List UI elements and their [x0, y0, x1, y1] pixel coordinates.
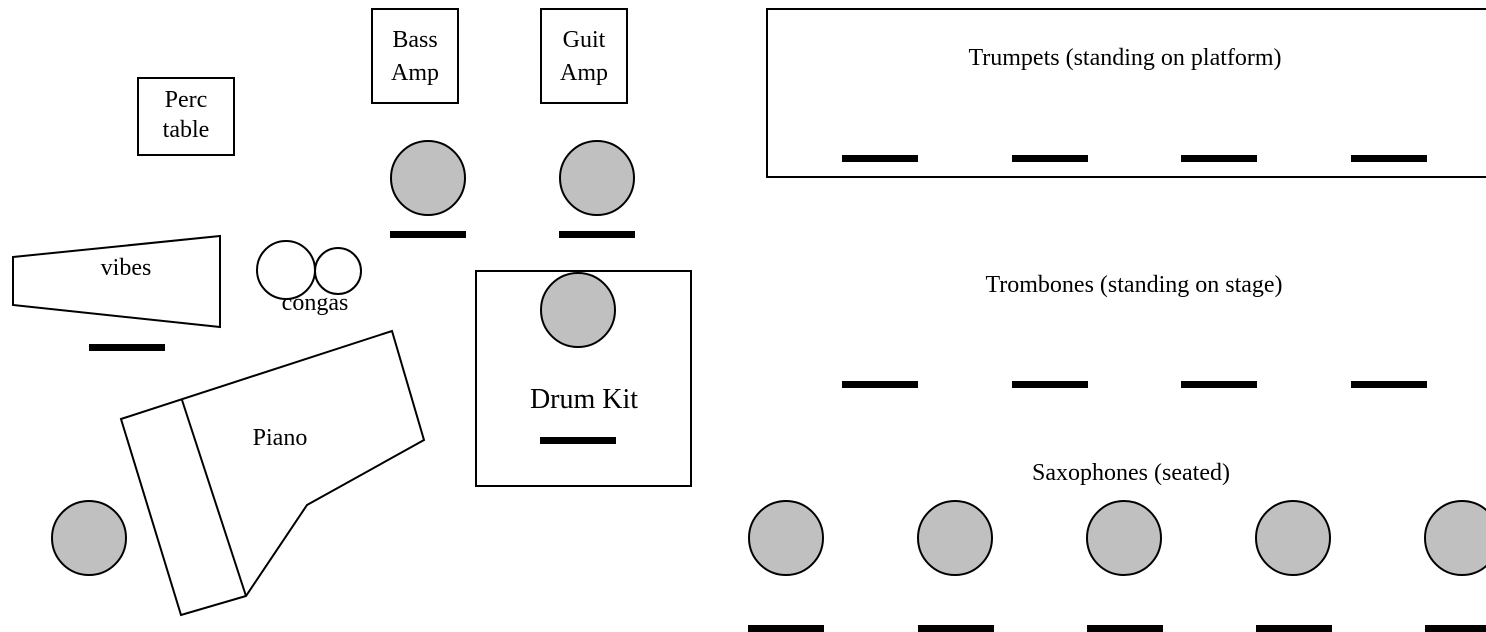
- guit-amp-label-line2: Amp: [560, 60, 608, 86]
- music-stand-trumpet-1: [842, 155, 918, 162]
- bass-amp-label-line2: Amp: [391, 60, 439, 86]
- sax-seat-2: [917, 500, 993, 576]
- music-stand-drums: [540, 437, 616, 444]
- trumpets-label: Trumpets (standing on platform): [968, 45, 1281, 71]
- sax-seat-5: [1424, 500, 1486, 576]
- bass-amp: Bass Amp: [371, 8, 459, 104]
- music-stand-trombone-2: [1012, 381, 1088, 388]
- guitar-player-seat: [559, 140, 635, 216]
- sax-seat-4: [1255, 500, 1331, 576]
- drum-kit-label: Drum Kit: [530, 384, 638, 415]
- music-stand-bass: [390, 231, 466, 238]
- music-stand-trumpet-4: [1351, 155, 1427, 162]
- vibes-label: vibes: [101, 255, 152, 281]
- saxophones-label: Saxophones (seated): [1032, 460, 1230, 486]
- pianist-seat: [51, 500, 127, 576]
- music-stand-sax-1: [748, 625, 824, 632]
- conga-drum-right: [314, 247, 362, 295]
- bass-amp-label-line1: Bass: [392, 27, 437, 53]
- music-stand-guitar: [559, 231, 635, 238]
- drummer-seat: [540, 272, 616, 348]
- perc-table-label-line1: Perc: [165, 87, 208, 113]
- trombones-label: Trombones (standing on stage): [985, 272, 1282, 298]
- perc-table-label-line2: table: [163, 117, 210, 143]
- guit-amp-label-line1: Guit: [563, 27, 606, 53]
- music-stand-trombone-4: [1351, 381, 1427, 388]
- drum-kit: Drum Kit: [475, 270, 692, 487]
- sax-seat-3: [1086, 500, 1162, 576]
- music-stand-vibes: [89, 344, 165, 351]
- music-stand-trumpet-3: [1181, 155, 1257, 162]
- vibes: vibes: [12, 234, 221, 329]
- music-stand-sax-4: [1256, 625, 1332, 632]
- music-stand-trombone-3: [1181, 381, 1257, 388]
- congas-label: congas: [282, 290, 349, 316]
- perc-table: Perc table: [137, 77, 235, 156]
- music-stand-trombone-1: [842, 381, 918, 388]
- piano: Piano: [119, 329, 426, 617]
- guit-amp: Guit Amp: [540, 8, 628, 104]
- sax-seat-1: [748, 500, 824, 576]
- music-stand-sax-5: [1425, 625, 1486, 632]
- music-stand-sax-2: [918, 625, 994, 632]
- music-stand-sax-3: [1087, 625, 1163, 632]
- music-stands: [89, 155, 1486, 632]
- congas: congas: [256, 240, 362, 316]
- piano-label: Piano: [253, 425, 308, 451]
- music-stand-trumpet-2: [1012, 155, 1088, 162]
- bass-player-seat: [390, 140, 466, 216]
- trumpets-platform: Trumpets (standing on platform): [766, 8, 1486, 178]
